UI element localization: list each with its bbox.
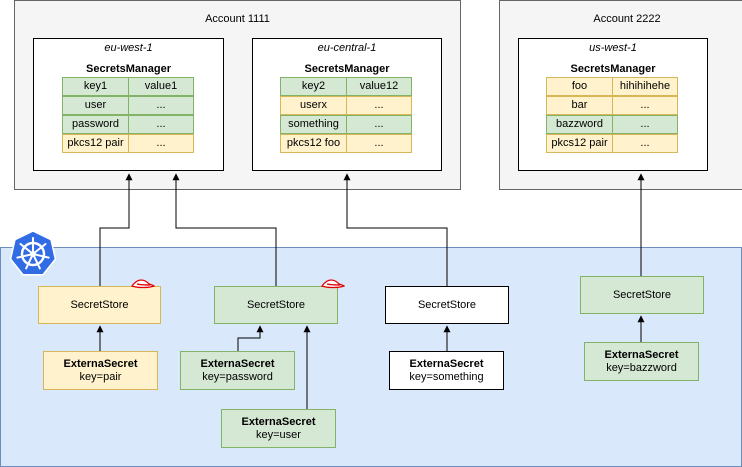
secret-key-cell: bar (546, 96, 613, 115)
secret-store-label: SecretStore (70, 299, 129, 311)
secret-key-cell: key1 (62, 77, 129, 96)
secret-value-cell: value12 (346, 77, 412, 96)
service-name: SecretsManager (86, 63, 171, 75)
service-name: SecretsManager (570, 63, 656, 75)
secret-key-cell: pkcs12 pair (546, 134, 613, 153)
external-secret-something[interactable]: ExternaSecret key=something (389, 351, 504, 390)
region-name: eu-west-1 (104, 42, 153, 54)
region-name: us-west-1 (589, 42, 637, 54)
secret-value-cell: ... (612, 134, 678, 153)
external-secret-key: key=user (256, 428, 301, 441)
secret-store-eu-central-1[interactable]: SecretStore (385, 286, 509, 324)
secret-value-cell: ... (612, 96, 678, 115)
external-secret-key: key=pair (79, 370, 122, 383)
secret-value-cell: hihihihehe (612, 77, 678, 96)
external-secret-key: key=something (409, 370, 484, 383)
secret-value-cell: ... (128, 96, 194, 115)
external-secret-key: key=password (202, 370, 273, 383)
secret-store-label: SecretStore (246, 299, 306, 311)
external-secret-title: ExternaSecret (200, 357, 275, 370)
external-secret-password[interactable]: ExternaSecret key=password (180, 351, 295, 390)
secret-key-cell: bazzword (546, 115, 613, 134)
secret-key-cell: pkcs12 foo (280, 134, 347, 153)
external-secret-bazzword[interactable]: ExternaSecret key=bazzword (584, 342, 699, 381)
external-secret-title: ExternaSecret (63, 357, 138, 370)
secret-store-eu-west-1-a[interactable]: SecretStore (38, 286, 161, 324)
secret-store-label: SecretStore (612, 289, 672, 301)
external-secret-user[interactable]: ExternaSecret key=user (221, 409, 336, 448)
region-name: eu-central-1 (317, 42, 377, 54)
secret-value-cell: ... (346, 134, 412, 153)
external-secret-key: key=bazzword (606, 361, 677, 374)
secret-key-cell: user (62, 96, 129, 115)
account-title: Account 2222 (593, 13, 661, 25)
secret-value-cell: ... (612, 115, 678, 134)
account-title: Account 1111 (205, 13, 270, 25)
secret-key-cell: key2 (280, 77, 347, 96)
secret-value-cell: ... (346, 115, 412, 134)
secret-store-label: SecretStore (417, 299, 477, 311)
service-name: SecretsManager (304, 63, 390, 75)
secret-value-cell: value1 (128, 77, 194, 96)
secret-value-cell: ... (128, 115, 194, 134)
external-secret-title: ExternaSecret (604, 348, 679, 361)
secret-key-cell: userx (280, 96, 347, 115)
external-secret-pair[interactable]: ExternaSecret key=pair (43, 351, 158, 390)
secret-value-cell: ... (346, 96, 412, 115)
secret-key-cell: something (280, 115, 347, 134)
secret-store-eu-west-1-b[interactable]: SecretStore (214, 286, 338, 324)
external-secret-title: ExternaSecret (409, 357, 484, 370)
secret-value-cell: ... (128, 134, 194, 153)
secret-key-cell: pkcs12 pair (62, 134, 129, 153)
secret-key-cell: foo (546, 77, 613, 96)
secret-store-us-west-1[interactable]: SecretStore (580, 276, 704, 314)
external-secret-title: ExternaSecret (241, 415, 316, 428)
secret-key-cell: password (62, 115, 129, 134)
